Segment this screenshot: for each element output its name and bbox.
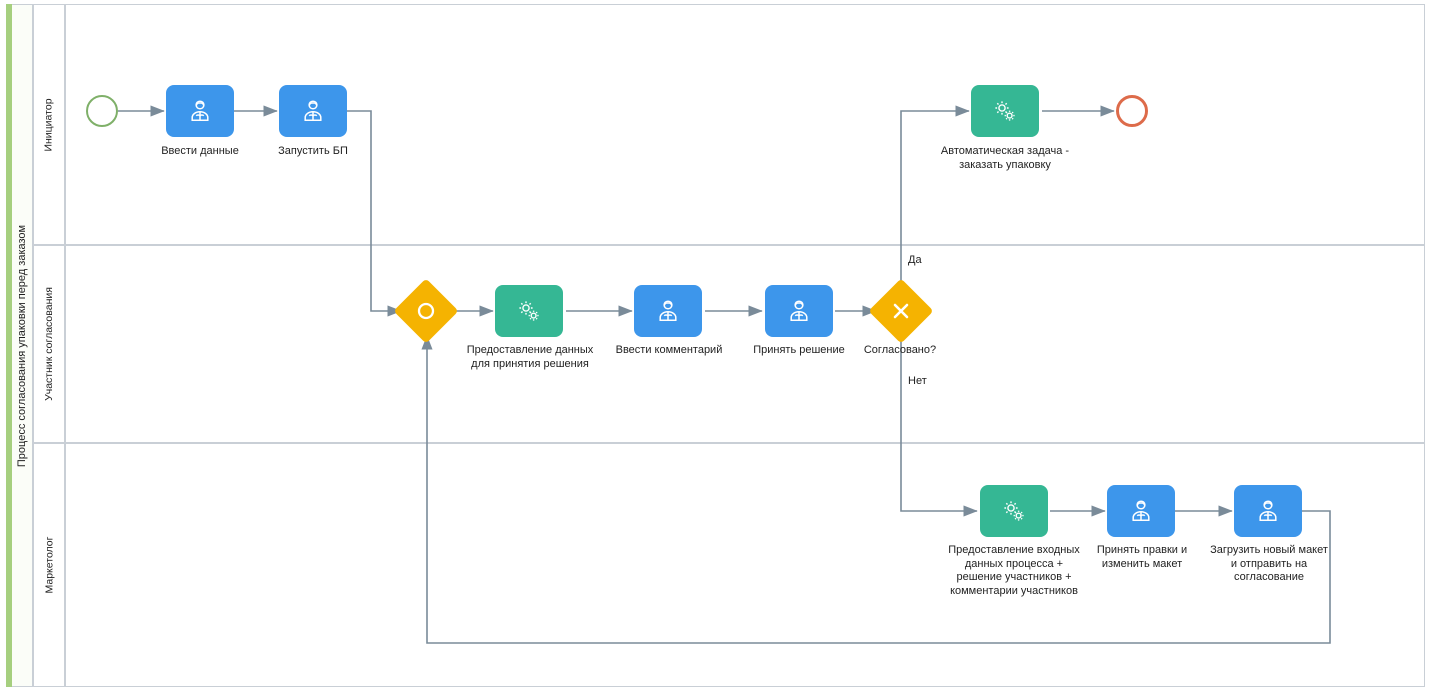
- task-upload-new-layout[interactable]: [1234, 485, 1302, 537]
- task-enter-comment[interactable]: [634, 285, 702, 337]
- pool-title-text: Процесс согласования упаковки перед зака…: [16, 224, 29, 467]
- label-task-accept-edits: Принять правки и изменить макет: [1096, 544, 1188, 570]
- user-task-icon: [654, 297, 682, 325]
- user-task-icon: [299, 97, 327, 125]
- user-task-icon: [785, 297, 813, 325]
- task-enter-data[interactable]: [166, 85, 234, 137]
- user-task-icon: [1254, 497, 1282, 525]
- label-task-enter-comment: Ввести комментарий: [615, 344, 723, 356]
- task-accept-edits[interactable]: [1107, 485, 1175, 537]
- lane-body-initiator: [65, 4, 1425, 245]
- lane-header-approver: Участник согласования: [33, 245, 65, 443]
- label-task-upload-new-layout: Загрузить новый макет и отправить на сог…: [1210, 544, 1328, 583]
- user-task-icon: [186, 97, 214, 125]
- lane-header-marketer: Маркетолог: [33, 443, 65, 687]
- lane-label-approver: Участник согласования: [43, 287, 56, 401]
- label-task-make-decision: Принять решение: [753, 344, 845, 356]
- label-task-start-bp: Запустить БП: [278, 145, 348, 157]
- label-task-enter-data: Ввести данные: [161, 145, 239, 157]
- task-make-decision[interactable]: [765, 285, 833, 337]
- task-auto-order-packaging[interactable]: [971, 85, 1039, 137]
- gateway-merge-inclusive[interactable]: [393, 278, 459, 344]
- service-task-gears-icon: [1000, 497, 1028, 525]
- lane-label-initiator: Инициатор: [43, 97, 56, 152]
- edge-label-yes: Да: [908, 254, 922, 266]
- pool-title: Процесс согласования упаковки перед зака…: [12, 4, 33, 687]
- inclusive-gateway-circle-icon: [415, 300, 437, 322]
- exclusive-gateway-x-icon: [890, 300, 912, 322]
- task-start-bp[interactable]: [279, 85, 347, 137]
- gateway-approved-exclusive[interactable]: [868, 278, 934, 344]
- label-gateway-approved: Согласовано?: [863, 344, 937, 356]
- lane-label-marketer: Маркетолог: [43, 536, 55, 594]
- pool-header-band: [12, 4, 33, 687]
- task-provide-decision-data[interactable]: [495, 285, 563, 337]
- edge-label-no: Нет: [908, 375, 927, 387]
- lane-header-initiator: Инициатор: [33, 4, 65, 245]
- end-event[interactable]: [1116, 95, 1148, 127]
- label-task-provide-process-input: Предоставление входных данных процесса +…: [948, 544, 1080, 597]
- pool-accent-bar: [6, 4, 12, 687]
- label-task-provide-decision-data: Предоставление данных для принятия решен…: [466, 344, 594, 370]
- service-task-gears-icon: [991, 97, 1019, 125]
- start-event[interactable]: [86, 95, 118, 127]
- label-task-auto-order-packaging: Автоматическая задача - заказать упаковк…: [940, 145, 1070, 171]
- user-task-icon: [1127, 497, 1155, 525]
- task-provide-process-input[interactable]: [980, 485, 1048, 537]
- service-task-gears-icon: [515, 297, 543, 325]
